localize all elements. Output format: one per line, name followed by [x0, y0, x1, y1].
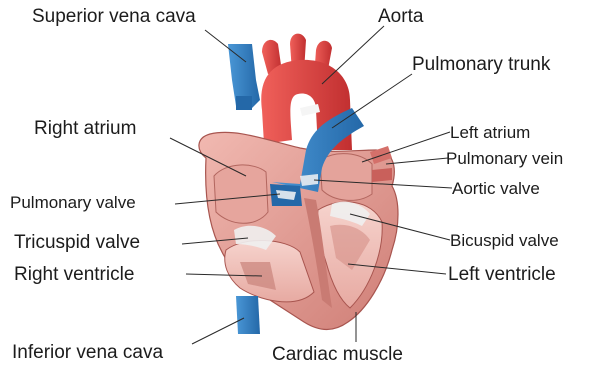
label-inferior-vena-cava: Inferior vena cava [12, 342, 163, 364]
label-aortic-valve: Aortic valve [452, 178, 540, 200]
label-superior-vena-cava: Superior vena cava [32, 6, 196, 28]
label-left-ventricle: Left ventricle [448, 264, 556, 286]
label-bicuspid-valve: Bicuspid valve [450, 230, 559, 252]
label-aorta: Aorta [378, 6, 423, 28]
heart-body [199, 132, 398, 329]
label-pulmonary-vein: Pulmonary vein [446, 148, 563, 170]
label-pulmonary-trunk: Pulmonary trunk [412, 54, 550, 76]
inferior-vena-cava-vessel [236, 296, 260, 334]
label-tricuspid-valve: Tricuspid valve [14, 232, 140, 254]
label-right-atrium: Right atrium [34, 118, 136, 140]
label-right-ventricle: Right ventricle [14, 264, 134, 286]
label-cardiac-muscle: Cardiac muscle [272, 344, 403, 366]
label-pulmonary-valve: Pulmonary valve [10, 192, 136, 214]
label-left-atrium: Left atrium [450, 122, 530, 144]
